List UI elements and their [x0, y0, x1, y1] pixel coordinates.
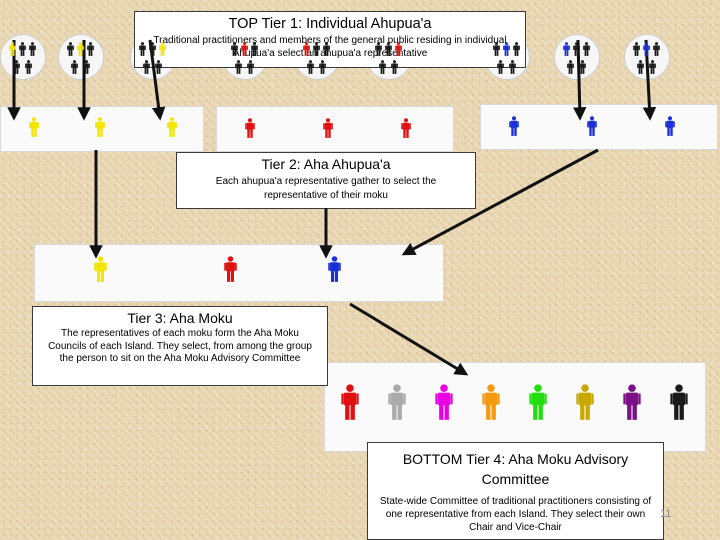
island-representative-icon — [435, 384, 453, 420]
tier4-description: State-wide Committee of traditional prac… — [379, 496, 652, 533]
tier2-blue-representatives-panel — [480, 104, 718, 150]
tier1-member-icon — [648, 60, 656, 74]
ahupuaa-circle — [554, 34, 600, 80]
tier2-title: Tier 2: Aha Ahupua'a — [261, 156, 391, 172]
tier1-member-icon — [492, 42, 500, 56]
tier3-title: Tier 3: Aha Moku — [127, 310, 233, 326]
tier1-member-icon — [302, 42, 310, 56]
tier1-member-icon — [322, 42, 330, 56]
tier1-member-icon — [138, 42, 146, 56]
tier1-member-icon — [12, 60, 20, 74]
tier1-member-icon — [70, 60, 78, 74]
tier1-member-icon — [158, 42, 166, 56]
tier1-member-icon — [566, 60, 574, 74]
ahupuaa-representative-icon — [245, 118, 255, 138]
tier1-member-icon — [154, 60, 162, 74]
tier1-description: Traditional practitioners and members of… — [153, 35, 507, 59]
ahupuaa-representative-icon — [665, 116, 675, 136]
island-representative-icon — [623, 384, 641, 420]
moku-representative-icon — [223, 256, 237, 282]
tier2-box: Tier 2: Aha Ahupua'a Each ahupua'a repre… — [176, 152, 476, 209]
tier1-member-icon — [578, 60, 586, 74]
island-representative-icon — [670, 384, 688, 420]
tier1-member-icon — [652, 42, 660, 56]
tier4-box: BOTTOM Tier 4: Aha Moku Advisory Committ… — [367, 442, 664, 540]
tier2-description: Each ahupua'a representative gather to s… — [215, 176, 437, 201]
tier1-member-icon — [18, 42, 26, 56]
tier1-member-icon — [24, 60, 32, 74]
island-representative-icon — [529, 384, 547, 420]
tier1-member-icon — [306, 60, 314, 74]
island-representative-icon — [388, 384, 406, 420]
tier1-title: TOP Tier 1: Individual Ahupua'a — [228, 16, 432, 32]
ahupuaa-representative-icon — [587, 116, 597, 136]
ahupuaa-representative-icon — [95, 117, 105, 137]
ahupuaa-circle — [624, 34, 670, 80]
tier1-member-icon — [632, 42, 640, 56]
ahupuaa-representative-icon — [167, 117, 177, 137]
tier1-member-icon — [512, 42, 520, 56]
tier1-member-icon — [66, 42, 74, 56]
ahupuaa-representative-icon — [401, 118, 411, 138]
tier3-island-representatives-panel — [324, 362, 706, 452]
ahupuaa-representative-icon — [509, 116, 519, 136]
tier1-member-icon — [562, 42, 570, 56]
page-number: 11 — [660, 508, 672, 520]
tier1-member-icon — [642, 42, 650, 56]
tier1-member-icon — [496, 60, 504, 74]
tier1-member-icon — [394, 42, 402, 56]
tier1-member-icon — [148, 42, 156, 56]
tier1-member-icon — [572, 42, 580, 56]
tier1-member-icon — [378, 60, 386, 74]
island-representative-icon — [576, 384, 594, 420]
island-representative-icon — [341, 384, 359, 420]
tier1-member-icon — [8, 42, 16, 56]
tier1-member-icon — [76, 42, 84, 56]
tier1-member-icon — [82, 60, 90, 74]
tier1-member-icon — [636, 60, 644, 74]
tier1-member-icon — [142, 60, 150, 74]
tier1-member-icon — [230, 42, 238, 56]
tier1-member-icon — [250, 42, 258, 56]
tier4-title: BOTTOM Tier 4: Aha Moku Advisory Committ… — [402, 451, 629, 487]
moku-representative-icon — [93, 256, 107, 282]
tier1-member-icon — [318, 60, 326, 74]
tier1-member-icon — [582, 42, 590, 56]
tier1-red-representatives-panel — [216, 106, 454, 152]
tier1-member-icon — [240, 42, 248, 56]
tier1-member-icon — [312, 42, 320, 56]
tier1-member-icon — [508, 60, 516, 74]
tier1-member-icon — [246, 60, 254, 74]
tier1-member-icon — [28, 42, 36, 56]
island-representative-icon — [482, 384, 500, 420]
tier1-member-icon — [502, 42, 510, 56]
ahupuaa-representative-icon — [29, 117, 39, 137]
tier1-member-icon — [384, 42, 392, 56]
tier1-member-icon — [234, 60, 242, 74]
tier1-box: TOP Tier 1: Individual Ahupua'a Traditio… — [134, 11, 526, 68]
tier1-member-icon — [86, 42, 94, 56]
ahupuaa-circle — [58, 34, 104, 80]
moku-representative-icon — [327, 256, 341, 282]
tier3-box: Tier 3: Aha Moku The representatives of … — [32, 306, 328, 386]
ahupuaa-circle — [0, 34, 46, 80]
ahupuaa-representative-icon — [323, 118, 333, 138]
tier1-member-icon — [374, 42, 382, 56]
tier3-description: The representatives of each moku form th… — [48, 328, 312, 364]
tier1-member-icon — [390, 60, 398, 74]
